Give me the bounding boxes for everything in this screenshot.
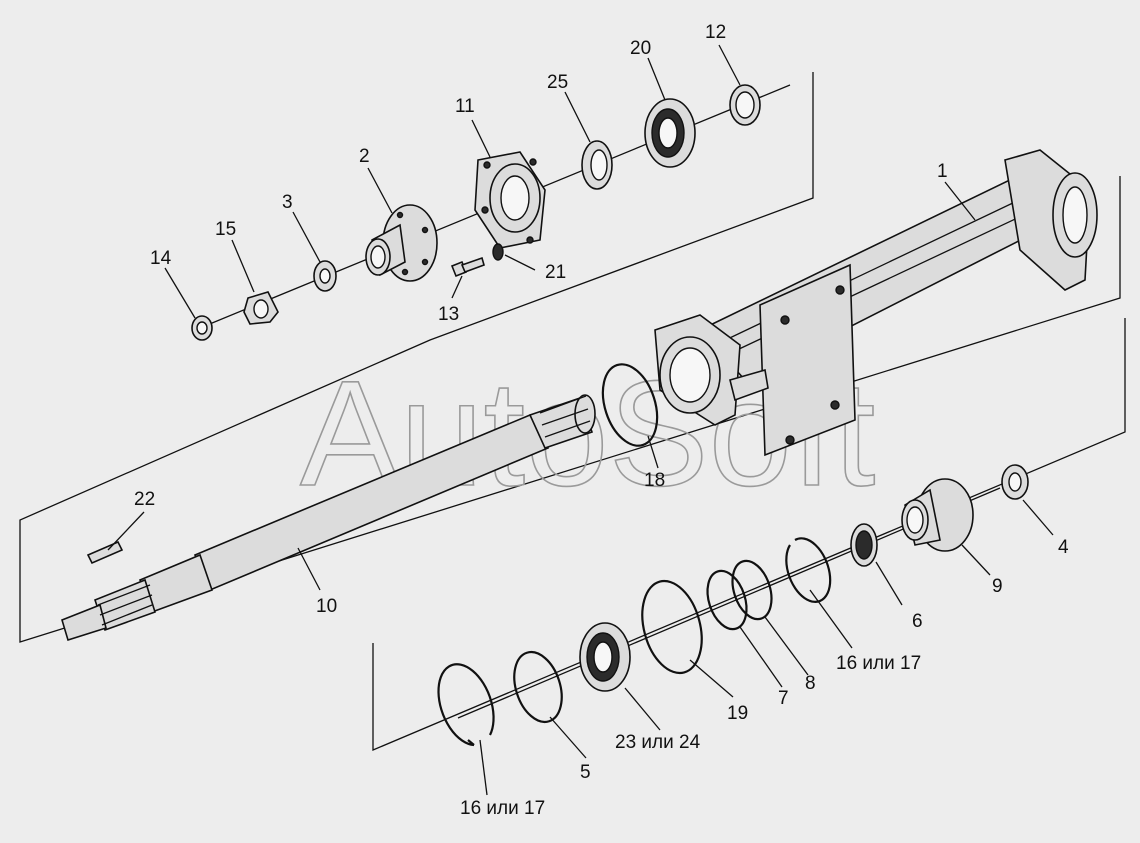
bearing-cover-part-11 [474,151,546,249]
label-10: 10 [316,596,337,617]
nut-part-14 [191,315,213,341]
label-23-24: 23 или 24 [615,732,701,753]
label-1: 1 [937,161,948,182]
ring-part-19 [641,579,703,675]
bolt-part-13 [450,256,485,278]
snap-ring-part-16-left [437,663,495,747]
ring-part-5 [513,650,563,724]
label-21: 21 [545,262,566,283]
ring-part-12 [729,84,761,126]
hub-part-9 [901,478,974,552]
label-18: 18 [644,470,665,491]
label-20: 20 [630,38,651,59]
label-16-right: 16 или 17 [836,653,921,674]
bearing-part-23 [579,622,631,692]
label-19: 19 [727,703,748,724]
seal-part-25 [581,140,613,190]
washer-part-21 [492,243,504,261]
label-4: 4 [1058,537,1069,558]
label-11: 11 [455,96,475,117]
snap-ring-part-16-right [785,537,832,603]
label-12: 12 [705,22,726,43]
seal-part-6 [850,523,878,567]
label-22: 22 [134,489,155,510]
bearing-part-20 [644,98,696,168]
key-part-22 [86,540,124,565]
housing-part-1 [654,149,1098,457]
ring-part-8 [731,559,773,621]
ring-part-7 [706,569,748,631]
label-14: 14 [150,248,172,269]
snap-ring-part-18 [601,363,659,447]
label-2: 2 [359,146,370,167]
panel-outlines [19,72,1126,751]
label-6: 6 [912,611,923,632]
label-9: 9 [992,576,1003,597]
shaft-part-10 [61,394,596,642]
label-3: 3 [282,192,293,213]
label-25: 25 [547,72,568,93]
label-8: 8 [805,673,816,694]
part-labels: 1 2 3 4 5 6 7 8 9 10 11 12 13 14 15 16 и… [134,22,1069,819]
washer-part-3 [313,260,337,292]
leader-lines [107,44,1054,796]
label-7: 7 [778,688,789,709]
nut-part-4 [1001,464,1029,500]
label-16-left: 16 или 17 [460,798,545,819]
label-5: 5 [580,762,591,783]
flange-part-2 [365,204,438,282]
label-13: 13 [438,304,459,325]
label-15: 15 [215,219,236,240]
nut-part-15 [243,291,279,325]
